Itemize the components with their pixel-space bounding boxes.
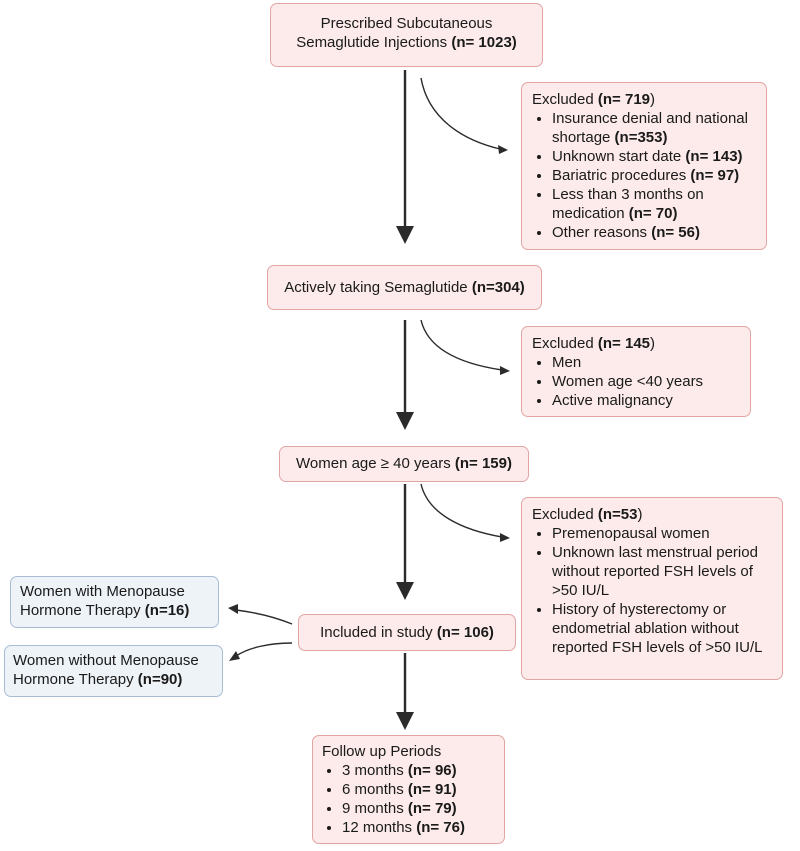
item-text: 12 months <box>342 819 413 836</box>
arrowhead-main-3 <box>396 582 414 600</box>
list-item: Other reasons (n= 56) <box>552 223 756 242</box>
mht-label: Women with Menopause Hormone Therapy <box>20 583 185 619</box>
arrowhead-curve-3 <box>500 533 510 542</box>
item-text: Less than 3 months on medication <box>552 186 704 222</box>
item-text: Unknown start date <box>552 148 682 165</box>
list-item: Unknown last menstrual period without re… <box>552 543 772 600</box>
list-item: 9 months (n= 79) <box>342 799 495 818</box>
item-text: Men <box>552 354 582 371</box>
arrowhead-main-2 <box>396 412 414 430</box>
arrowhead-curve-2 <box>500 366 510 375</box>
excluded2-close: ) <box>650 335 656 352</box>
mht-count: (n=16) <box>144 602 190 619</box>
prescribed-label: Prescribed Subcutaneous Semaglutide Inje… <box>296 15 493 51</box>
excluded3-list: Premenopausal women Unknown last menstru… <box>532 524 772 657</box>
item-count: (n= 96) <box>407 762 457 779</box>
followup-list: 3 months (n= 96) 6 months (n= 91) 9 mont… <box>322 761 495 837</box>
item-text: History of hysterectomy or endometrial a… <box>552 601 763 656</box>
arrow-curve-2 <box>420 319 503 371</box>
included-label: Included in study <box>320 624 433 641</box>
excluded2-label: Excluded <box>532 335 594 352</box>
arrowhead-main-1 <box>396 226 414 244</box>
excluded2-count: (n= 145 <box>597 335 651 352</box>
item-count: (n= 79) <box>407 800 457 817</box>
box-women-40: Women age ≥ 40 years (n= 159) <box>279 446 529 482</box>
box-active: Actively taking Semaglutide (n=304) <box>267 265 542 310</box>
list-item: 6 months (n= 91) <box>342 780 495 799</box>
arrow-curve-3 <box>420 483 503 538</box>
box-included: Included in study (n= 106) <box>298 614 516 651</box>
box-followup: Follow up Periods 3 months (n= 96) 6 mon… <box>312 735 505 844</box>
item-text: 6 months <box>342 781 404 798</box>
item-count: (n= 56) <box>651 224 700 241</box>
excluded3-heading: Excluded (n=53) <box>532 505 772 524</box>
excluded1-list: Insurance denial and national shortage (… <box>532 109 756 242</box>
box-with-mht: Women with Menopause Hormone Therapy (n=… <box>10 576 219 628</box>
followup-heading: Follow up Periods <box>322 743 442 760</box>
item-text: Premenopausal women <box>552 525 710 542</box>
women40-label: Women age ≥ 40 years <box>296 455 451 472</box>
arrow-curve-nomht <box>235 642 293 657</box>
item-count: (n= 97) <box>690 167 740 184</box>
item-text: Active malignancy <box>552 392 673 409</box>
arrow-curve-1 <box>420 77 501 150</box>
box-prescribed: Prescribed Subcutaneous Semaglutide Inje… <box>270 3 543 67</box>
list-item: Premenopausal women <box>552 524 772 543</box>
women40-count: (n= 159) <box>454 455 512 472</box>
box-excluded-1: Excluded (n= 719) Insurance denial and n… <box>521 82 767 250</box>
included-count: (n= 106) <box>436 624 494 641</box>
active-label: Actively taking Semaglutide <box>284 279 468 296</box>
list-item: Men <box>552 353 740 372</box>
item-count: (n= 76) <box>416 819 465 836</box>
arrowhead-curve-1 <box>498 145 508 154</box>
item-text: 9 months <box>342 800 404 817</box>
item-text: Bariatric procedures <box>552 167 687 184</box>
nomht-label: Women without Menopause Hormone Therapy <box>13 652 199 688</box>
item-count: (n= 91) <box>407 781 457 798</box>
arrowhead-curve-mht <box>228 604 238 614</box>
excluded1-label: Excluded <box>532 91 594 108</box>
box-without-mht: Women without Menopause Hormone Therapy … <box>4 645 223 697</box>
item-text: Women age <40 years <box>552 373 704 390</box>
excluded1-heading: Excluded (n= 719) <box>532 90 756 109</box>
prescribed-count: (n= 1023) <box>451 34 517 51</box>
list-item: Women age <40 years <box>552 372 740 391</box>
arrowhead-curve-nomht <box>229 651 240 661</box>
item-text: Unknown last menstrual period without re… <box>552 544 758 599</box>
item-count: (n= 143) <box>685 148 743 165</box>
active-count: (n=304) <box>471 279 525 296</box>
excluded2-heading: Excluded (n= 145) <box>532 334 740 353</box>
list-item: Insurance denial and national shortage (… <box>552 109 756 147</box>
list-item: Unknown start date (n= 143) <box>552 147 756 166</box>
item-count: (n= 70) <box>628 205 678 222</box>
list-item: Less than 3 months on medication (n= 70) <box>552 185 756 223</box>
box-excluded-3: Excluded (n=53) Premenopausal women Unkn… <box>521 497 783 680</box>
arrow-curve-mht <box>235 609 293 625</box>
item-count: (n=353) <box>614 129 668 146</box>
nomht-count: (n=90) <box>137 671 183 688</box>
list-item: 12 months (n= 76) <box>342 818 495 837</box>
list-item: Active malignancy <box>552 391 740 410</box>
excluded3-close: ) <box>637 506 643 523</box>
arrowhead-main-4 <box>396 712 414 730</box>
list-item: History of hysterectomy or endometrial a… <box>552 600 772 657</box>
excluded3-count: (n=53 <box>597 506 638 523</box>
excluded3-label: Excluded <box>532 506 594 523</box>
item-text: 3 months <box>342 762 404 779</box>
excluded2-list: Men Women age <40 years Active malignanc… <box>532 353 740 410</box>
list-item: 3 months (n= 96) <box>342 761 495 780</box>
item-text: Insurance denial and national shortage <box>552 110 748 146</box>
box-excluded-2: Excluded (n= 145) Men Women age <40 year… <box>521 326 751 417</box>
item-text: Other reasons <box>552 224 648 241</box>
list-item: Bariatric procedures (n= 97) <box>552 166 756 185</box>
excluded1-count: (n= 719 <box>597 91 651 108</box>
excluded1-close: ) <box>650 91 656 108</box>
